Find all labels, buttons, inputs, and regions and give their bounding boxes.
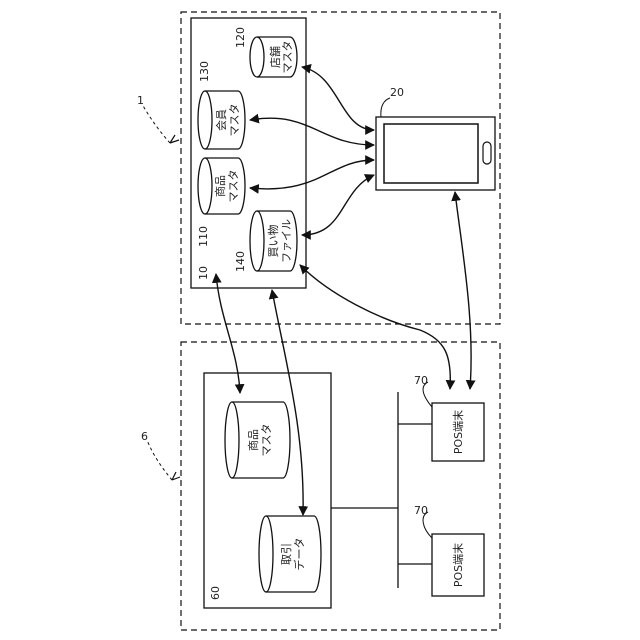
db-transaction-data-line2: データ <box>292 538 306 571</box>
arrow-product-masters-sync <box>216 274 240 393</box>
db-member-master-ref: 130 <box>198 61 211 82</box>
db-shopping-file-ref: 140 <box>234 251 247 272</box>
server-ref-label: 1 <box>137 94 144 107</box>
db-store-product-master-line2: マスタ <box>260 424 273 457</box>
smartphone-device: 20 <box>376 86 495 190</box>
db-store-product-master-line1: 商品 <box>246 429 260 451</box>
pos-terminal-1-label: POS端末 <box>451 410 465 454</box>
db-shopping-file-line2: ファイル <box>280 219 293 263</box>
db-store-master-line1: 店舗 <box>268 46 282 68</box>
device-ref-leader <box>381 98 390 117</box>
arrow-store-master-device <box>302 67 374 130</box>
db-product-master-ref: 110 <box>197 226 210 247</box>
db-transaction-data-line1: 取引 <box>279 543 293 565</box>
db-member-master: 130 会員 マスタ <box>198 61 245 149</box>
db-transaction-data: 取引 データ <box>259 516 321 592</box>
pos-terminal-2-label: POS端末 <box>451 543 465 587</box>
pos-terminal-1-ref: 70 <box>414 374 428 387</box>
arrow-device-pos <box>455 192 471 389</box>
db-member-master-line1: 会員 <box>215 109 228 131</box>
server-ref-arrow <box>170 135 179 143</box>
db-store-master: 120 店舗 マスタ <box>234 27 297 77</box>
pos-terminal-1: POS端末 70 <box>414 374 484 461</box>
store-ref-arrow <box>172 472 180 480</box>
arrow-shopping-file-device <box>302 175 374 235</box>
store-server-box <box>204 373 331 608</box>
db-product-master: 110 商品 マスタ <box>197 158 245 247</box>
store-ref-label: 6 <box>141 430 148 443</box>
arrow-product-master-device <box>250 160 374 189</box>
arrow-shopping-file-pos <box>300 265 450 389</box>
pos-terminal-2-ref: 70 <box>414 504 428 517</box>
server-box-ref-label: 10 <box>197 266 210 280</box>
db-product-master-line2: マスタ <box>227 170 240 203</box>
store-ref-leader <box>147 440 172 480</box>
store-box-ref-label: 60 <box>209 586 222 600</box>
db-member-master-line2: マスタ <box>228 104 241 137</box>
pos-terminal-2: POS端末 70 <box>414 504 484 596</box>
db-shopping-file-line1: 買い物 <box>266 225 280 258</box>
db-store-master-ref: 120 <box>234 27 247 48</box>
db-store-master-line2: マスタ <box>281 41 294 74</box>
db-shopping-file: 140 買い物 ファイル <box>234 211 297 272</box>
server-ref-leader <box>142 104 170 143</box>
db-store-product-master: 商品 マスタ <box>225 402 290 478</box>
db-product-master-line1: 商品 <box>213 175 227 197</box>
device-ref-label: 20 <box>390 86 404 99</box>
